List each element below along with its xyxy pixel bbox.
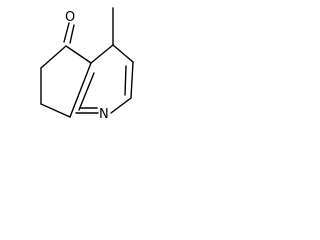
- bond-c4a-c7a: [69, 62, 92, 118]
- bond-c7-c7a: [40, 103, 71, 118]
- bond-c2-n1: [110, 97, 132, 114]
- bond-c5-o-2: [69, 24, 75, 44]
- bond-c3-c2: [130, 61, 134, 99]
- bond-c4a-c7a-inner: [78, 72, 95, 111]
- oxygen-atom-label: O: [65, 10, 75, 25]
- nitrogen-atom-label: N: [99, 107, 109, 122]
- bond-c5-c6: [40, 45, 67, 69]
- molecule-structure: O N: [40, 7, 134, 122]
- structure-canvas: O N: [0, 0, 138, 131]
- bond-c5-o-1: [63, 22, 70, 43]
- bond-c5-c4a: [65, 45, 92, 64]
- bond-c4a-c4: [90, 44, 114, 64]
- bond-c4-c3: [112, 44, 134, 63]
- bond-c3-c2-inner: [124, 65, 127, 96]
